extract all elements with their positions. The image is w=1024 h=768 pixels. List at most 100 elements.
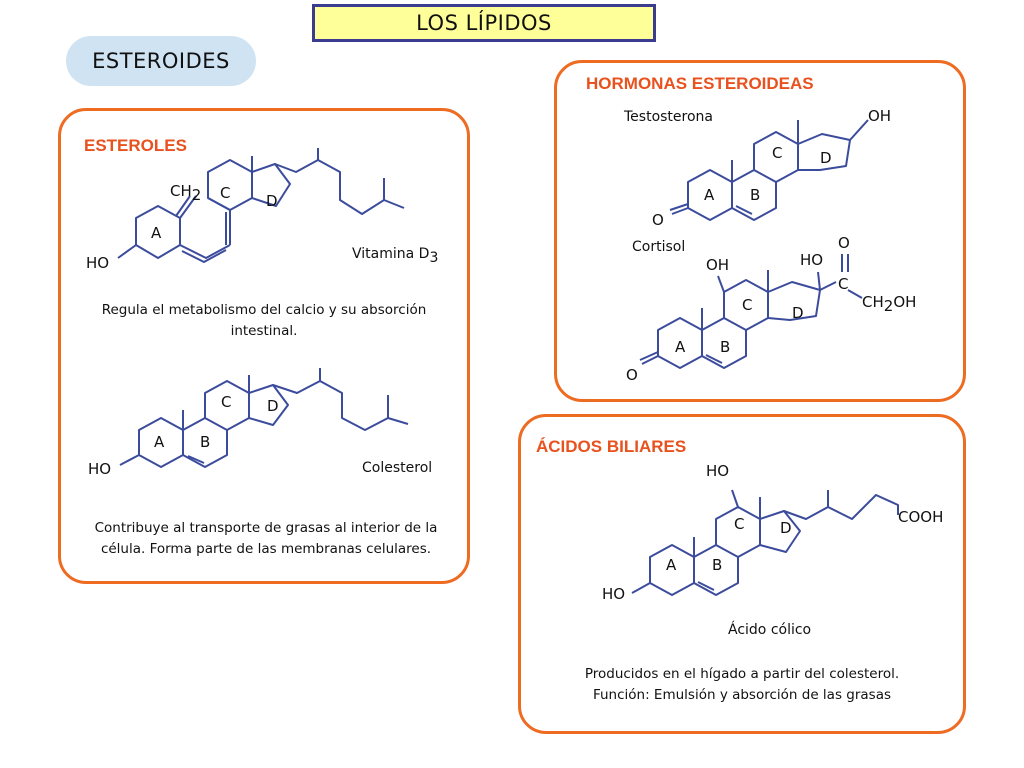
cort-oh-label: OH [706, 256, 729, 274]
vitd-ring-d-label: D [266, 192, 278, 210]
col-double-bond [187, 455, 205, 464]
vitd-name: Vitamina D3 [352, 246, 438, 266]
vitd-ring-d [251, 163, 291, 207]
testo-double-bond [735, 205, 753, 215]
col-ho-bond [119, 454, 140, 466]
cort-ch2-bond [847, 289, 863, 299]
vitd-ch-label: CH2 [170, 182, 201, 204]
col-ring-c-label: C [221, 393, 231, 411]
acidos-biliares-panel [518, 414, 966, 734]
colesterol-description-line2: célula. Forma parte de las membranas cel… [100, 541, 432, 557]
acid-ring-b-label: B [712, 556, 722, 574]
col-ho-label: HO [88, 460, 111, 478]
testo-ring-d [797, 133, 851, 171]
section-label-text: ESTEROIDES [92, 49, 230, 73]
colesterol-description: Contribuye al transporte de grasas al in… [60, 518, 472, 560]
col-side-chain [272, 368, 409, 431]
cort-c-label: C [838, 275, 848, 293]
cort-ring-b [701, 317, 747, 369]
vitamina-d-description: Regula el metabolismo del calcio y su ab… [64, 300, 464, 342]
vitamina-d-structure: CH2 A C D HO Vitamina D3 [86, 148, 438, 272]
acid-name: Ácido cólico [728, 621, 811, 638]
vitd-triene-chain [179, 197, 231, 263]
cort-double-bond [705, 354, 723, 364]
cortisol-name: Cortisol [632, 239, 685, 255]
testo-oh-label: OH [868, 107, 891, 125]
testo-ring-d-label: D [820, 149, 832, 167]
vitd-ho-label: HO [86, 254, 109, 272]
hormonas-heading: HORMONAS ESTEROIDEAS [586, 74, 814, 93]
colesterol-description-line1: Contribuye al transporte de grasas al in… [94, 520, 438, 536]
col-ring-a-label: A [154, 433, 165, 451]
col-ring-d [248, 384, 289, 426]
cort-ring-d [767, 281, 821, 321]
acid-ring-b [693, 544, 739, 596]
section-label-esteroides: ESTEROIDES [66, 36, 256, 86]
testo-ring-b [731, 169, 777, 221]
testo-ring-b-label: B [750, 186, 760, 204]
acid-ring-c-label: C [734, 515, 744, 533]
cort-o-label: O [626, 366, 638, 384]
col-name: Colesterol [362, 460, 432, 476]
colesterol-structure: A B C D HO Colesterol [88, 368, 432, 478]
cort-ring-d-label: D [792, 304, 804, 322]
col-methyls [182, 375, 250, 430]
vitd-exo-methylene [175, 195, 197, 219]
cort-ho-label: HO [800, 251, 823, 269]
acid-methyls [693, 497, 761, 557]
testosterona-structure: Testosterona OH O A B C D [623, 107, 891, 229]
acido-colico-structure: HO COOH HO A B C D Ácido cólico [602, 462, 943, 638]
acid-cooh-label: COOH [898, 508, 943, 526]
testo-name: Testosterona [623, 109, 713, 125]
testo-oh-bond [849, 119, 869, 141]
acid-ring-d [759, 510, 801, 553]
cort-ring-a-label: A [675, 338, 686, 356]
cort-oh-bond [717, 275, 725, 293]
col-ring-b [182, 417, 228, 468]
hormonas-panel [554, 60, 966, 402]
vitamina-d-description-line2: intestinal. [230, 323, 298, 339]
testo-o-label: O [652, 211, 664, 229]
col-ring-d-label: D [267, 397, 279, 415]
cort-ring-c-label: C [742, 296, 752, 314]
esteroles-heading: ESTEROLES [84, 136, 187, 155]
esteroles-panel [58, 108, 470, 584]
testo-ring-c [753, 131, 799, 183]
vitamina-d-description-line1: Regula el metabolismo del calcio y su ab… [101, 302, 427, 318]
page-title-text: LOS LÍPIDOS [416, 11, 552, 35]
acid-side-chain [783, 490, 899, 520]
acid-ho-label: HO [602, 585, 625, 603]
col-ring-c [204, 380, 250, 431]
acidos-description: Producidos en el hígado a partir del col… [524, 664, 960, 706]
testo-ring-c-label: C [772, 144, 782, 162]
col-ring-b-label: B [200, 433, 210, 451]
cort-ring-c [723, 279, 769, 331]
cort-ring-b-label: B [720, 338, 730, 356]
acid-ho-top-label: HO [706, 462, 729, 480]
acidos-heading: ÁCIDOS BILIARES [536, 437, 687, 456]
vitd-ring-a-label: A [151, 224, 162, 242]
cort-o-top-label: O [838, 234, 850, 252]
cort-ch2oh-label: CH2OH [862, 293, 916, 315]
acidos-description-line2: Función: Emulsión y absorción de las gra… [592, 687, 892, 703]
cort-keto [639, 351, 659, 365]
cort-c-bond [819, 281, 837, 291]
acid-ring-d-label: D [780, 519, 792, 537]
vitd-ring-c-label: C [220, 184, 230, 202]
acid-double-bond [697, 581, 715, 591]
testo-ring-a-label: A [704, 186, 715, 204]
testo-keto [669, 203, 689, 215]
cort-ho-bond [817, 271, 821, 291]
testo-methyls [731, 120, 799, 182]
acid-ring-c [715, 506, 761, 558]
acid-ring-a-label: A [666, 556, 677, 574]
cort-co-double [841, 254, 849, 272]
cortisol-structure: Cortisol OH HO O C CH2OH O A B C D [626, 234, 916, 384]
acid-ho-top-bond [731, 489, 739, 508]
acidos-description-line1: Producidos en el hígado a partir del col… [584, 666, 900, 682]
page-title: LOS LÍPIDOS [312, 4, 656, 42]
cort-methyls [701, 270, 769, 330]
vitd-side-chain [274, 148, 405, 215]
acid-ho-bond [631, 582, 651, 594]
